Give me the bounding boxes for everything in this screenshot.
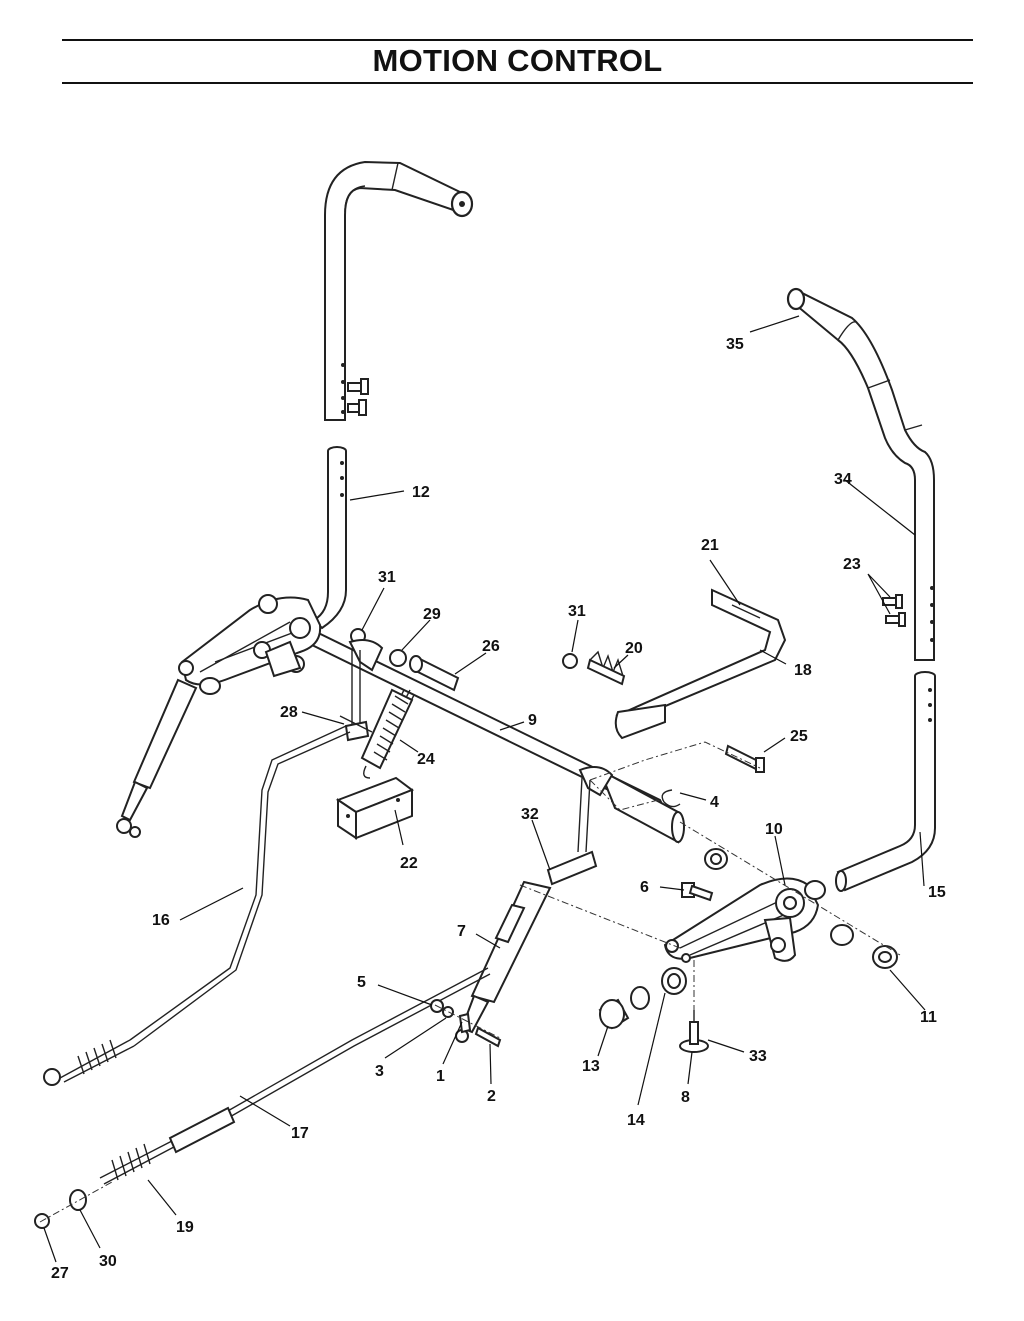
spring-bracket bbox=[335, 776, 415, 840]
control-rod-left bbox=[43, 725, 351, 1086]
callout-14: 14 bbox=[627, 1112, 645, 1129]
leader-lines bbox=[43, 315, 926, 1263]
callout-22: 22 bbox=[400, 855, 418, 872]
cable-tie bbox=[339, 715, 373, 733]
left-handle-upper bbox=[324, 160, 474, 421]
callout-31-right: 31 bbox=[568, 603, 586, 620]
callout-1: 1 bbox=[436, 1068, 445, 1085]
callout-31-left: 31 bbox=[378, 569, 396, 586]
callout-13: 13 bbox=[582, 1058, 600, 1075]
callout-35: 35 bbox=[726, 336, 744, 353]
pivot-bolt bbox=[681, 882, 714, 902]
callout-23: 23 bbox=[843, 556, 861, 573]
left-handle-lower-tube bbox=[312, 446, 347, 630]
callout-2: 2 bbox=[487, 1088, 496, 1105]
callout-17: 17 bbox=[291, 1125, 309, 1142]
callout-25: 25 bbox=[790, 728, 808, 745]
callout-3: 3 bbox=[375, 1063, 384, 1080]
title-rule-top bbox=[62, 39, 973, 41]
callout-labels: 12 35 34 23 21 18 20 31 31 29 26 9 28 24… bbox=[51, 336, 946, 1282]
handle-bolts-right bbox=[882, 594, 906, 627]
nut-31-right bbox=[562, 653, 578, 669]
callout-10: 10 bbox=[765, 821, 783, 838]
mounting-stud bbox=[679, 1010, 709, 1053]
callout-8: 8 bbox=[681, 1089, 690, 1106]
callout-7: 7 bbox=[457, 923, 466, 940]
callout-21: 21 bbox=[701, 537, 719, 554]
extension-spring bbox=[360, 688, 415, 779]
callout-11: 11 bbox=[920, 1009, 937, 1026]
callout-20: 20 bbox=[625, 640, 643, 657]
right-damper bbox=[455, 880, 552, 1043]
right-handle-upper bbox=[786, 287, 935, 661]
left-pivot-bracket bbox=[178, 594, 322, 695]
right-pivot-bracket bbox=[663, 877, 820, 963]
callout-18: 18 bbox=[794, 662, 812, 679]
neutral-lever bbox=[614, 588, 787, 740]
title-rule-bottom bbox=[62, 82, 973, 84]
control-rod-right bbox=[99, 967, 491, 1185]
right-handle-lower-tube bbox=[835, 671, 936, 892]
e-clip bbox=[661, 789, 681, 808]
callout-32: 32 bbox=[521, 806, 539, 823]
handle-bolts-left bbox=[347, 378, 369, 416]
pin-bolt-25 bbox=[724, 744, 765, 773]
callout-16: 16 bbox=[152, 912, 170, 929]
callout-27: 27 bbox=[51, 1265, 69, 1282]
page-title: MOTION CONTROL bbox=[372, 43, 663, 78]
callout-26: 26 bbox=[482, 638, 500, 655]
callout-6: 6 bbox=[640, 879, 649, 896]
callout-15: 15 bbox=[928, 884, 946, 901]
pivot-nut-bolt bbox=[389, 649, 460, 692]
callout-33: 33 bbox=[749, 1048, 767, 1065]
assembly-centerlines bbox=[39, 741, 901, 1223]
callout-9: 9 bbox=[528, 712, 537, 729]
callout-4: 4 bbox=[710, 794, 719, 811]
callout-29: 29 bbox=[423, 606, 441, 623]
small-spring bbox=[586, 650, 626, 686]
right-shaft-arm bbox=[546, 765, 614, 886]
callout-30: 30 bbox=[99, 1253, 117, 1270]
callout-28: 28 bbox=[280, 704, 298, 721]
left-damper bbox=[116, 678, 198, 838]
callout-24: 24 bbox=[417, 751, 435, 768]
nut-washer-rod-end bbox=[34, 1189, 87, 1229]
bushings bbox=[598, 848, 898, 1030]
callout-19: 19 bbox=[176, 1219, 194, 1236]
callout-34: 34 bbox=[834, 471, 852, 488]
callout-5: 5 bbox=[357, 974, 366, 991]
callout-12: 12 bbox=[412, 484, 430, 501]
